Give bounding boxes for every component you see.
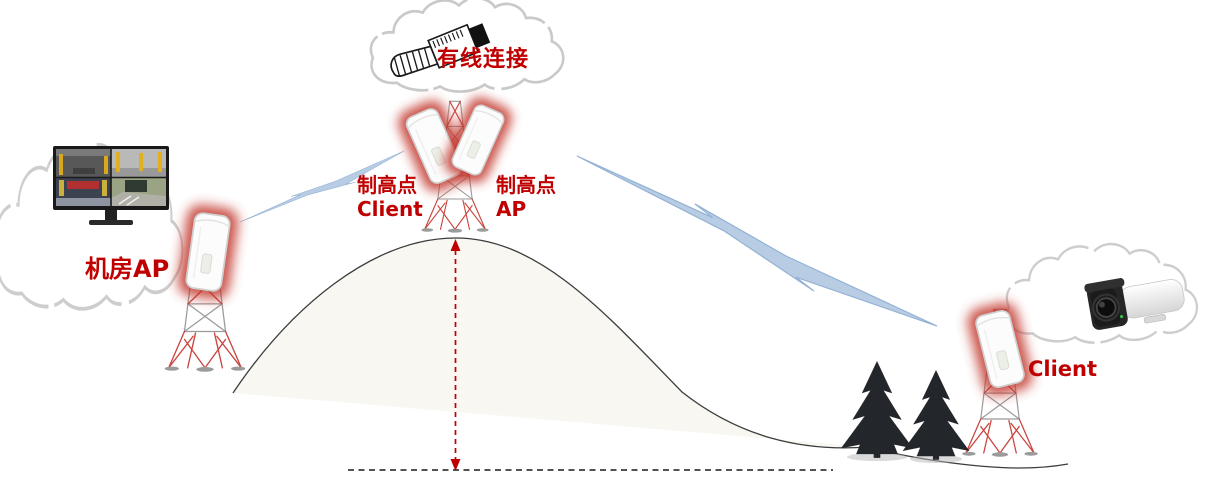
- client-label: Client: [1028, 357, 1098, 381]
- camera-icon: [1084, 278, 1185, 330]
- pine-tree-icon: [840, 361, 914, 458]
- highpoint-ap-label-line2: AP: [496, 197, 527, 221]
- monitor-icon: [53, 146, 169, 225]
- highpoint-client-label-line1: 制高点: [357, 173, 417, 197]
- pine-trees: [840, 361, 970, 463]
- mountain: [232, 237, 1069, 469]
- wired-connection-label: 有线连接: [437, 47, 530, 72]
- height-arrow: [450, 239, 461, 471]
- ethernet-connector-icon: [390, 23, 491, 78]
- highpoint-ap-label: 制高点 AP: [496, 173, 556, 221]
- cctv-quad-view: [56, 149, 166, 206]
- room-ap-device: [176, 203, 240, 301]
- camera-led: [1120, 314, 1124, 319]
- room-ap-label: 机房AP: [85, 255, 170, 283]
- lightning-bolt-right-link: [562, 155, 946, 340]
- pine-tree-icon: [902, 370, 970, 460]
- terrain-line: [232, 237, 1069, 469]
- highpoint-ap-label-line1: 制高点: [496, 173, 556, 197]
- highpoint-client-label: 制高点 Client: [357, 173, 423, 221]
- highpoint-client-label-line2: Client: [357, 197, 423, 221]
